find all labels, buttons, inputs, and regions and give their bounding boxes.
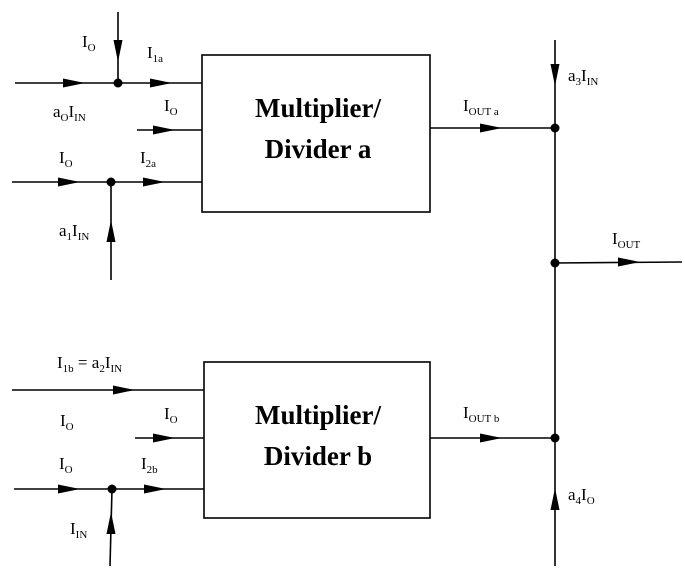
arrow-right-icon [143,177,165,187]
label-i2a: I2a [140,148,156,170]
arrow-right-icon [150,78,172,88]
arrow-right-icon [618,257,640,267]
multiplier-divider-b-box [203,361,431,519]
label-io-b-mid: IO [164,404,178,426]
label-iin-b: IIN [70,519,87,541]
junction-node-b-bottom [107,484,117,494]
arrow-right-icon [153,125,175,135]
arrow-down-icon [550,64,560,86]
arrow-up-icon [550,488,560,510]
label-a1-iin: a1IIN [59,221,89,243]
box-a-title-line1: Multiplier/ [255,93,381,123]
arrow-right-icon [144,484,166,494]
arrow-right-icon [58,484,80,494]
multiplier-divider-a-box [201,54,431,213]
label-iout-a: IOUT a [463,96,499,118]
label-io-a-low: IO [59,148,73,170]
label-a3-iin: a3IIN [568,66,598,88]
junction-node-out-b [550,433,560,443]
label-i2b: I2b [141,454,158,476]
label-io-b-low: IO [59,454,73,476]
arrow-right-icon [480,123,502,133]
label-iout: IOUT [612,229,641,251]
label-i1a: I1a [147,43,163,65]
label-i1b: I1b = a2IIN [57,353,122,375]
box-b-title-line1: Multiplier/ [255,400,381,430]
junction-node-a-bottom [106,177,116,187]
arrow-right-icon [113,385,135,395]
junction-node-out-a [550,123,560,133]
arrow-up-icon [106,512,116,534]
junction-node-a-top [113,78,123,88]
box-a-title-line2: Divider a [265,134,372,164]
label-iout-b: IOUT b [463,403,500,425]
arrow-right-icon [58,177,80,187]
arrow-right-icon [153,433,175,443]
junction-node-out [550,258,560,268]
label-io-b-left: IO [60,411,74,433]
label-a4-io: a4IO [568,485,595,507]
arrow-up-icon [106,220,116,242]
box-b-title-line2: Divider b [264,441,372,471]
arrow-right-icon [63,78,85,88]
label-io-top: IO [82,32,96,54]
label-ao-iin: aOIIN [53,102,86,124]
label-io-a-mid: IO [164,96,178,118]
arrow-down-icon [113,40,123,62]
arrow-right-icon [480,433,502,443]
